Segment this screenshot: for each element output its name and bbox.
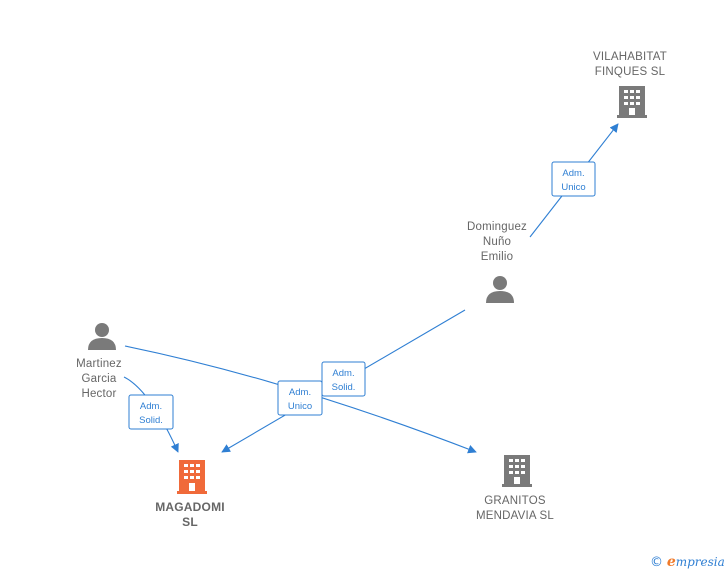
building-icon: [502, 455, 532, 487]
node-magadomi[interactable]: MAGADOMI SL: [155, 460, 225, 529]
node-label-line-3: Hector: [81, 388, 116, 400]
copyright-icon: ©: [650, 555, 663, 570]
edge-label-line-1: Adm.: [289, 387, 311, 398]
brand-watermark: © empresia: [650, 554, 725, 570]
node-label-line-1: VILAHABITAT: [593, 51, 667, 63]
node-label-line-2: SL: [182, 515, 198, 529]
building-icon: [617, 86, 647, 118]
person-icon: [486, 276, 514, 303]
node-label-line-1: Martinez: [76, 358, 122, 370]
edge-label-line-2: Solid.: [139, 415, 163, 426]
node-label-line-2: MENDAVIA SL: [476, 510, 554, 522]
person-icon: [88, 323, 116, 350]
edge-label-line-2: Unico: [288, 401, 312, 412]
node-label-line-3: Emilio: [481, 251, 514, 263]
edges: [123, 123, 619, 454]
building-icon: [177, 460, 207, 494]
node-label-line-2: Garcia: [81, 373, 116, 385]
edge-label-martinez-magadomi[interactable]: Adm. Solid.: [128, 394, 174, 430]
edge-label-dominguez-vilahabitat[interactable]: Adm. Unico: [551, 161, 596, 197]
edge-label-line-1: Adm.: [140, 401, 162, 412]
edge-label-martinez-granitos[interactable]: Adm. Unico: [277, 380, 323, 416]
node-label-line-2: Nuño: [483, 236, 511, 248]
node-vilahabitat[interactable]: VILAHABITAT FINQUES SL: [593, 51, 667, 118]
node-label-line-1: MAGADOMI: [155, 500, 225, 514]
brand-logo-text: mpresia: [675, 555, 725, 569]
edge-label-dominguez-magadomi[interactable]: Adm. Solid.: [321, 361, 366, 397]
node-label-line-2: FINQUES SL: [595, 66, 666, 78]
edge-label-line-2: Unico: [561, 182, 585, 193]
node-label-line-1: GRANITOS: [484, 495, 546, 507]
node-label-line-1: Dominguez: [467, 221, 527, 233]
node-dominguez[interactable]: Dominguez Nuño Emilio: [467, 221, 527, 303]
node-martinez[interactable]: Martinez Garcia Hector: [76, 323, 122, 400]
edge-label-line-1: Adm.: [332, 368, 354, 379]
node-granitos[interactable]: GRANITOS MENDAVIA SL: [476, 455, 554, 522]
brand-logo-initial: e: [666, 554, 676, 570]
edge-label-line-2: Solid.: [332, 382, 356, 393]
edge-label-line-1: Adm.: [562, 168, 584, 179]
